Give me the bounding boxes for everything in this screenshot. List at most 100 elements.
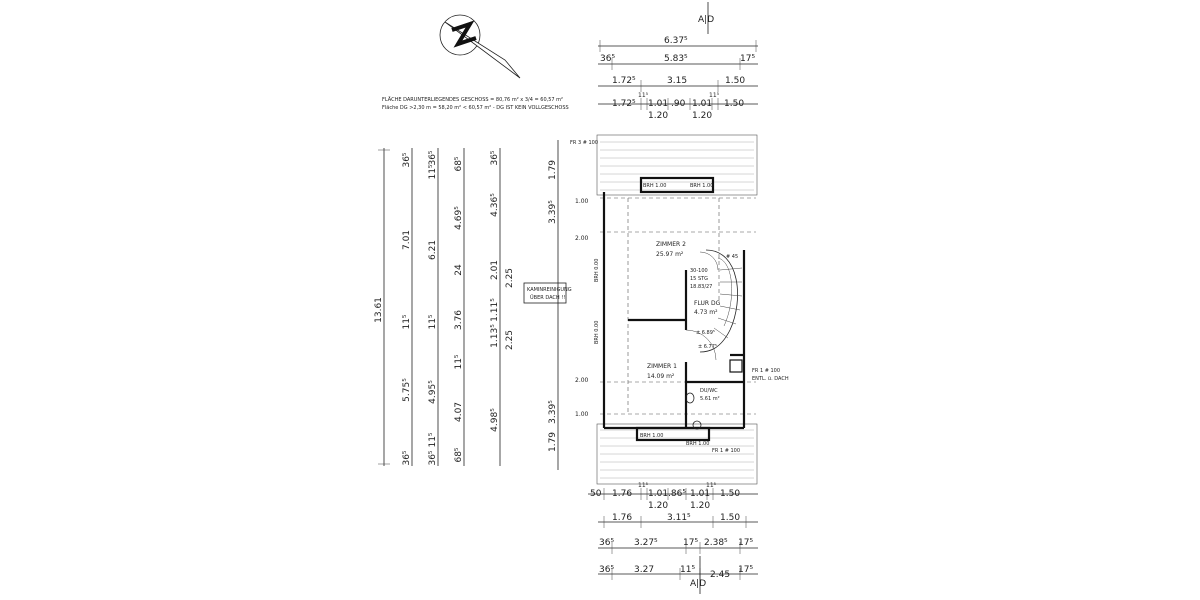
svg-text:68⁵: 68⁵ [454, 156, 464, 171]
area-note-2: Fläche DG >2,30 m = 58,20 m² < 60,57 m² … [382, 105, 569, 111]
room-flur-area: 4.73 m² [694, 309, 718, 316]
svg-text:2.25: 2.25 [505, 268, 515, 288]
room-zimmer1-area: 14.09 m² [647, 373, 675, 380]
room-zimmer2-area: 25.97 m² [656, 251, 684, 258]
svg-text:3.27: 3.27 [634, 565, 654, 575]
svg-text:6.37⁵: 6.37⁵ [664, 36, 688, 46]
washbasin-icon [692, 420, 702, 430]
level-mark: ± 6.77⁵ [698, 344, 717, 350]
svg-text:68⁵: 68⁵ [454, 447, 464, 462]
svg-text:36⁵: 36⁵ [490, 150, 500, 165]
svg-text:36⁵: 36⁵ [402, 152, 412, 167]
svg-text:1.00: 1.00 [575, 411, 589, 418]
window-label: FR 1 # 100 [752, 368, 780, 374]
svg-text:2.01: 2.01 [490, 260, 500, 280]
top-dimension-chain: 6.37⁵ 36⁵ 5.83⁵ 17⁵ 1.72⁵ 3.15 1.50 1.72… [598, 36, 758, 121]
svg-text:1.72⁵: 1.72⁵ [612, 99, 636, 109]
svg-text:24: 24 [454, 264, 464, 276]
svg-text:1.50: 1.50 [720, 513, 740, 523]
svg-text:1.79: 1.79 [548, 160, 558, 180]
svg-text:KAMINREINIGUNG: KAMINREINIGUNG [527, 287, 572, 293]
window-label: FR 3 # 100 [570, 140, 598, 146]
svg-text:5.83⁵: 5.83⁵ [664, 54, 688, 64]
roof-hatch-top [596, 134, 758, 196]
section-marker-label: A|D [698, 15, 714, 25]
svg-text:3.27⁵: 3.27⁵ [634, 538, 658, 548]
toilet-icon [685, 392, 695, 404]
svg-text:1.01: 1.01 [648, 99, 668, 109]
svg-text:3.39⁵: 3.39⁵ [548, 200, 558, 224]
svg-text:36⁵: 36⁵ [402, 450, 412, 465]
svg-text:17⁵: 17⁵ [740, 54, 755, 64]
brh-label: BRH 1.00 [640, 433, 663, 439]
svg-text:1.50: 1.50 [725, 76, 745, 86]
room-duwc-name: DU/WC [700, 388, 718, 394]
svg-text:2.45: 2.45 [710, 570, 730, 580]
svg-text:17⁵: 17⁵ [738, 538, 753, 548]
svg-text:4.07: 4.07 [454, 402, 464, 422]
svg-text:2.00: 2.00 [575, 235, 589, 242]
svg-text:4.36⁵: 4.36⁵ [490, 193, 500, 217]
svg-text:3.39⁵: 3.39⁵ [548, 400, 558, 424]
svg-text:ÜBER DACH !!: ÜBER DACH !! [530, 294, 565, 301]
svg-text:13.61: 13.61 [374, 297, 384, 323]
svg-text:11⁵: 11⁵ [428, 164, 438, 179]
brh-label: BRH 0.00 [594, 321, 600, 344]
svg-text:1.01: 1.01 [692, 99, 712, 109]
svg-text:1.11⁵: 1.11⁵ [490, 298, 500, 322]
section-marker-bottom: A|D [690, 556, 706, 594]
svg-text:4.98⁵: 4.98⁵ [490, 408, 500, 432]
svg-text:1.50: 1.50 [720, 489, 740, 499]
svg-text:1.20: 1.20 [648, 111, 668, 121]
bottom-dimension-chain: 50 1.76 11⁵ 1.01 .86⁵ 1.01 11⁵ 1.50 1.20… [588, 482, 758, 580]
svg-text:1.76: 1.76 [612, 513, 632, 523]
left-dimension-chains: 13.61 36⁵ 7.01 11⁵ 5.75⁵ 36⁵ 11⁵ 36⁵ 6.2… [374, 140, 589, 470]
stair-note-3: 18.83/27 [690, 284, 712, 290]
svg-text:1.76: 1.76 [612, 489, 632, 499]
svg-text:36⁵: 36⁵ [428, 450, 438, 465]
svg-text:36⁵: 36⁵ [599, 565, 614, 575]
svg-text:1.20: 1.20 [690, 501, 710, 511]
svg-text:3.76: 3.76 [454, 310, 464, 330]
svg-text:1.72⁵: 1.72⁵ [612, 76, 636, 86]
dim-mark: # 45 [726, 254, 738, 260]
svg-text:11⁵: 11⁵ [638, 92, 649, 99]
svg-text:11⁵: 11⁵ [638, 482, 649, 489]
svg-text:7.01: 7.01 [402, 230, 412, 250]
svg-text:6.21: 6.21 [428, 240, 438, 260]
brh-label: BRH 1.00 [686, 441, 709, 447]
svg-text:1.01: 1.01 [648, 489, 668, 499]
svg-text:17⁵: 17⁵ [738, 565, 753, 575]
svg-text:3.15: 3.15 [667, 76, 687, 86]
room-flur-name: FLUR DG [694, 300, 721, 307]
svg-text:.90: .90 [671, 99, 686, 109]
svg-text:1.20: 1.20 [692, 111, 712, 121]
svg-text:11⁵: 11⁵ [454, 354, 464, 369]
svg-text:1.20: 1.20 [648, 501, 668, 511]
svg-text:36⁵: 36⁵ [428, 150, 438, 165]
svg-text:1.13⁵: 1.13⁵ [490, 324, 500, 348]
svg-text:11⁵: 11⁵ [706, 482, 717, 489]
door-swing [699, 251, 719, 271]
svg-text:1.00: 1.00 [575, 198, 589, 205]
svg-text:4.95⁵: 4.95⁵ [428, 380, 438, 404]
svg-text:17⁵: 17⁵ [683, 538, 698, 548]
window-label: ENTL. ü. DACH [752, 376, 789, 382]
svg-text:36⁵: 36⁵ [600, 54, 615, 64]
svg-text:1.50: 1.50 [724, 99, 744, 109]
level-mark: ± 6.89⁵ [696, 330, 715, 336]
brh-label: BRH 1.00 [643, 183, 666, 189]
svg-text:11⁵: 11⁵ [402, 314, 412, 329]
section-marker-top: A|D [698, 2, 714, 34]
svg-text:3.11⁵: 3.11⁵ [667, 513, 691, 523]
svg-text:11⁵: 11⁵ [428, 314, 438, 329]
brh-label: BRH 1.00 [690, 183, 713, 189]
section-marker-label: A|D [690, 579, 706, 589]
svg-text:2.00: 2.00 [575, 377, 589, 384]
svg-text:11⁵: 11⁵ [680, 565, 695, 575]
kamin-note: KAMINREINIGUNG ÜBER DACH !! [523, 282, 572, 304]
svg-text:5.75⁵: 5.75⁵ [402, 378, 412, 402]
room-zimmer2-name: ZIMMER 2 [656, 241, 686, 248]
svg-text:1.79: 1.79 [548, 432, 558, 452]
